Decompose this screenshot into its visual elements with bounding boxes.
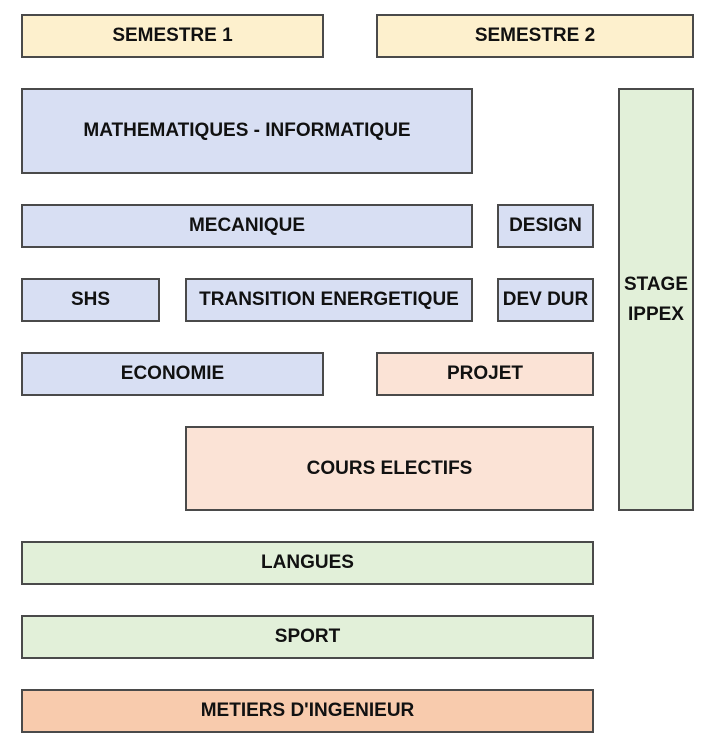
semester-1-label: SEMESTRE 1 [112, 25, 233, 47]
module-projet: PROJET [376, 352, 594, 396]
module-metiers-ingenieur: METIERS D'INGENIEUR [21, 689, 594, 733]
module-shs-label: SHS [70, 289, 111, 311]
stage-label-line2: IPPEX [628, 303, 684, 325]
module-shs: SHS [21, 278, 160, 322]
module-projet-label: PROJET [446, 363, 524, 385]
module-sport-label: SPORT [274, 626, 341, 648]
module-dev-dur-label: DEV DUR [502, 289, 589, 311]
semester-2-label: SEMESTRE 2 [474, 25, 596, 47]
module-cours-electifs-label: COURS ELECTIFS [306, 457, 473, 479]
module-mecanique: MECANIQUE [21, 204, 473, 248]
module-design-label: DESIGN [509, 215, 582, 237]
module-metiers-label: METIERS D'INGENIEUR [200, 700, 415, 722]
module-economie-label: ECONOMIE [120, 363, 225, 385]
module-langues: LANGUES [21, 541, 594, 585]
semester-2-header: SEMESTRE 2 [376, 14, 694, 58]
module-transition-energetique: TRANSITION ENERGETIQUE [185, 278, 473, 322]
module-stage-ippex: STAGE IPPEX [618, 88, 694, 511]
module-design: DESIGN [497, 204, 594, 248]
module-math-info-label: MATHEMATIQUES - INFORMATIQUE [83, 120, 411, 142]
module-dev-dur: DEV DUR [497, 278, 594, 322]
module-mecanique-label: MECANIQUE [188, 215, 306, 237]
semester-1-header: SEMESTRE 1 [21, 14, 324, 58]
module-math-info: MATHEMATIQUES - INFORMATIQUE [21, 88, 473, 174]
stage-label-line1: STAGE [623, 274, 689, 296]
module-economie: ECONOMIE [21, 352, 324, 396]
module-langues-label: LANGUES [261, 552, 354, 574]
module-cours-electifs: COURS ELECTIFS [185, 426, 594, 511]
module-sport: SPORT [21, 615, 594, 659]
module-transition-label: TRANSITION ENERGETIQUE [199, 289, 459, 311]
